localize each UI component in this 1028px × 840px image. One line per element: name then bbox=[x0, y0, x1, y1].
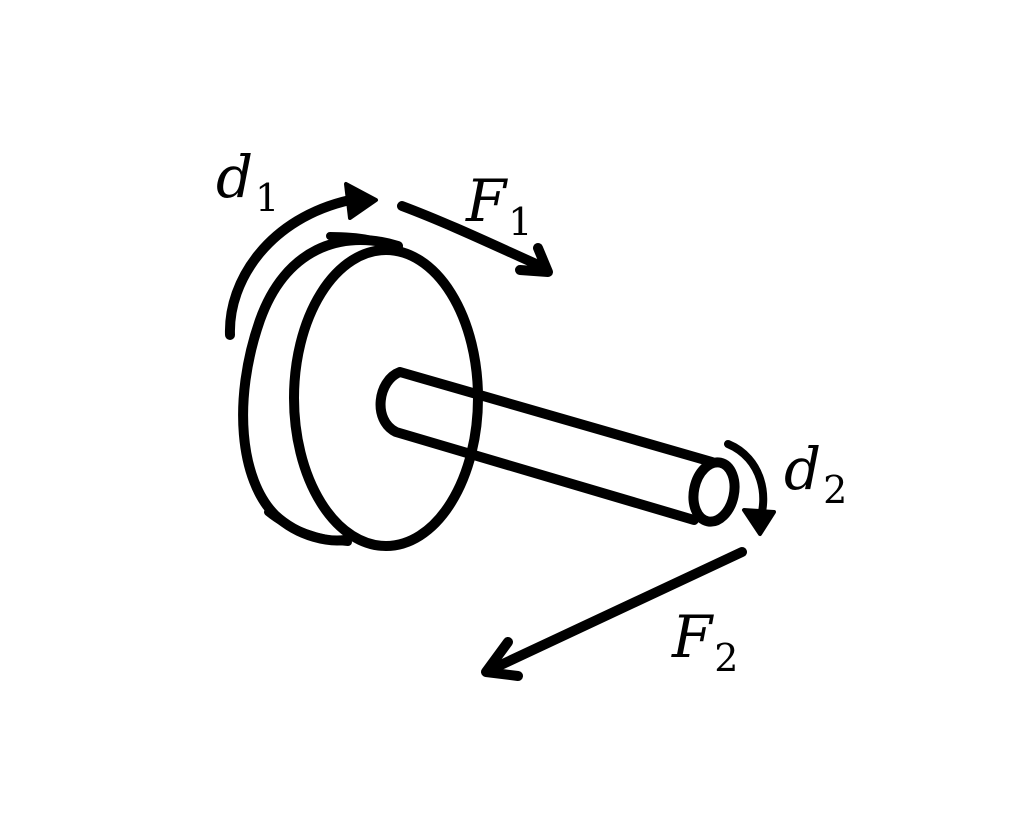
f2-arrowhead bbox=[481, 637, 523, 681]
wheel-rim-edge bbox=[326, 232, 404, 254]
label-f1-subscript: 1 bbox=[508, 200, 533, 244]
label-f2-subscript: 2 bbox=[714, 636, 739, 680]
label-d1-subscript: 1 bbox=[255, 176, 280, 220]
label-f1: F1 bbox=[466, 172, 532, 241]
d1-arrowhead bbox=[344, 182, 378, 220]
d1-rotation-arrow bbox=[224, 195, 355, 340]
label-d1: d1 bbox=[216, 148, 279, 217]
label-d1-symbol: d bbox=[216, 143, 254, 211]
label-f2-symbol: F bbox=[672, 603, 713, 671]
axle-end-cap bbox=[688, 457, 740, 527]
label-d2-symbol: d bbox=[784, 435, 822, 503]
wheel-rim-bottom bbox=[264, 508, 352, 546]
label-f2: F2 bbox=[672, 608, 738, 677]
f1-arrowhead bbox=[515, 243, 553, 277]
f2-force-arrow bbox=[485, 547, 747, 675]
axle-body bbox=[375, 367, 717, 525]
label-f1-symbol: F bbox=[466, 167, 507, 235]
label-d2-subscript: 2 bbox=[823, 468, 848, 512]
label-d2: d2 bbox=[784, 440, 847, 509]
f1-force-arrow bbox=[397, 201, 550, 273]
d2-arrowhead bbox=[742, 508, 776, 536]
